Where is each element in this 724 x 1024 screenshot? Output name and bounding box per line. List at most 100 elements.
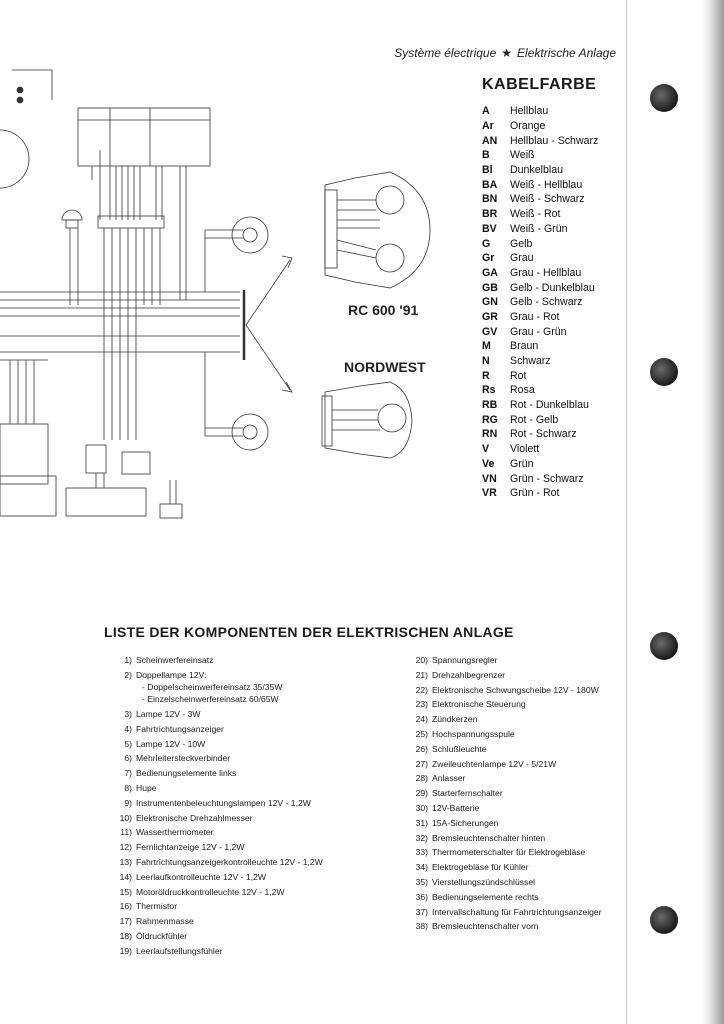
- interval-unit-37: [121, 451, 151, 475]
- cable-color-code: GA: [482, 266, 498, 279]
- component-text: Zweileuchtenlampe 12V - 5/21W: [432, 758, 557, 769]
- cable-color-name: Weiß - Grün: [510, 222, 568, 235]
- cable-color-row: GA Grau - Hellblau: [482, 266, 632, 281]
- component-item: 8)Hupe: [108, 782, 398, 794]
- wiring-diagram-svg: RC 600 '91 NORDWEST: [0, 69, 431, 519]
- main-bus-lines: [0, 291, 240, 353]
- ignition-switch-box: [0, 475, 57, 517]
- component-text: Elektronische Drehzahlmesser: [136, 812, 253, 823]
- tachometer-outline: [0, 129, 30, 189]
- connector-dot: [16, 86, 24, 94]
- component-text: Bremsleuchtenschalter hinten: [432, 832, 546, 843]
- component-number: 32): [415, 832, 428, 843]
- component-item: 31)15A-Sicherungen: [404, 817, 644, 829]
- scan-page-edge: [702, 0, 724, 1024]
- punch-hole-icon: [650, 632, 678, 660]
- component-text: Zündkerzen: [432, 714, 478, 725]
- component-item: 3)Lampe 12V - 3W: [108, 708, 398, 720]
- component-text: Elektronische Schwungscheibe 12V - 180W: [432, 684, 599, 695]
- component-text: Bedienungselemente links: [136, 768, 237, 779]
- component-text: Thermometerschalter für Elektrogebläse: [432, 847, 586, 858]
- punch-hole-icon: [650, 84, 678, 112]
- cable-color-code: Ar: [482, 120, 494, 133]
- component-text: Motoröldruckkontrolleuchte 12V - 1,2W: [136, 886, 285, 897]
- headlamp-nordwest: [324, 381, 413, 459]
- cable-color-code: RG: [482, 413, 498, 426]
- cable-color-code: Ve: [482, 457, 495, 470]
- component-item: 17)Rahmenmasse: [108, 915, 398, 927]
- components-title: LISTE DER KOMPONENTEN DER ELEKTRISCHEN A…: [104, 624, 514, 640]
- cable-color-code: VN: [482, 472, 497, 485]
- cable-color-name: Rot: [510, 369, 527, 382]
- component-item: 20)Spannungsregler: [404, 654, 644, 666]
- header-star-icon: ★: [501, 46, 513, 60]
- harness-vertical-lines: [91, 150, 187, 300]
- component-number: 18): [119, 930, 132, 941]
- cable-color-name: Weiß - Hellblau: [510, 178, 583, 191]
- cable-color-name: Violett: [510, 443, 540, 456]
- component-number: 37): [415, 906, 428, 917]
- component-text: Mehrleitersteckverbinder: [136, 753, 231, 764]
- cable-color-code: GV: [482, 325, 498, 338]
- component-item: 4)Fahrtrichtungsanzeiger: [108, 723, 398, 735]
- cable-color-name: Rot - Dunkelblau: [510, 399, 589, 412]
- component-item: 6)Mehrleitersteckverbinder: [108, 752, 398, 764]
- component-number: 35): [415, 876, 428, 887]
- cable-color-name: Grau: [510, 252, 534, 265]
- cable-color-name: Weiß - Rot: [510, 208, 561, 221]
- component-text: 15A-Sicherungen: [432, 817, 499, 828]
- cable-color-row: AN Hellblau - Schwarz: [482, 133, 632, 148]
- component-text: Doppellampe 12V:: [136, 669, 207, 680]
- component-number: 28): [415, 773, 428, 784]
- component-text: Spannungsregler: [432, 655, 498, 665]
- component-item: 35)Vierstellungszündschlüssel: [404, 876, 644, 888]
- turn-indicator-top: [231, 216, 269, 254]
- component-text: Leerlaufkontrolleuchte 12V - 1,2W: [136, 871, 266, 882]
- cable-color-name: Gelb - Schwarz: [510, 296, 583, 309]
- variant-label: NORDWEST: [344, 359, 426, 375]
- component-number: 26): [415, 743, 428, 754]
- component-item: 25)Hochspannungsspule: [404, 728, 644, 740]
- component-number: 12): [119, 842, 132, 853]
- component-text: Elektrogebläse für Kühler: [432, 862, 529, 873]
- wiring-diagram: RC 600 '91 NORDWEST: [0, 60, 470, 550]
- component-item: 1)Scheinwerfereinsatz: [108, 654, 398, 666]
- cable-color-name: Hellblau - Schwarz: [510, 134, 599, 147]
- component-number: 9): [124, 797, 132, 808]
- cable-color-code: GN: [482, 296, 498, 309]
- cable-color-row: Rs Rosa: [482, 383, 632, 398]
- cable-color-name: Rosa: [510, 384, 535, 397]
- cable-color-code: Rs: [482, 384, 496, 397]
- cable-color-name: Grau - Hellblau: [510, 266, 582, 279]
- brake-switch-38: [159, 503, 183, 519]
- component-number: 3): [124, 709, 132, 719]
- component-text: Instrumentenbeleuchtungslampen 12V - 1,2…: [136, 797, 311, 808]
- cable-color-code: RN: [482, 428, 498, 441]
- cable-color-code: G: [482, 237, 491, 250]
- component-item: 22)Elektronische Schwungscheibe 12V - 18…: [404, 684, 644, 696]
- components-list-right: 20)Spannungsregler 21)Drehzahlbegrenzer 22…: [404, 654, 644, 935]
- component-item: 21)Drehzahlbegrenzer: [404, 669, 644, 681]
- cable-color-code: AN: [482, 134, 498, 147]
- component-item: 38)Bremsleuchtenschalter vorn: [404, 920, 644, 932]
- component-subtext: - Einzelscheinwerfereinsatz 60/65W: [142, 694, 279, 705]
- component-text: Scheinwerfereinsatz: [136, 655, 214, 665]
- kabelfarbe-title: KABELFARBE: [482, 76, 597, 93]
- component-number: 5): [124, 738, 132, 749]
- component-text: Schlußleuchte: [432, 743, 487, 754]
- component-number: 33): [415, 847, 428, 858]
- cable-color-code: VR: [482, 487, 497, 500]
- component-number: 24): [415, 714, 428, 725]
- component-number: 29): [415, 788, 428, 799]
- cable-color-code: Gr: [482, 252, 495, 265]
- component-number: 36): [415, 891, 428, 902]
- component-item: 15)Motoröldruckkontrolleuchte 12V - 1,2W: [108, 886, 398, 898]
- component-number: 10): [119, 812, 132, 823]
